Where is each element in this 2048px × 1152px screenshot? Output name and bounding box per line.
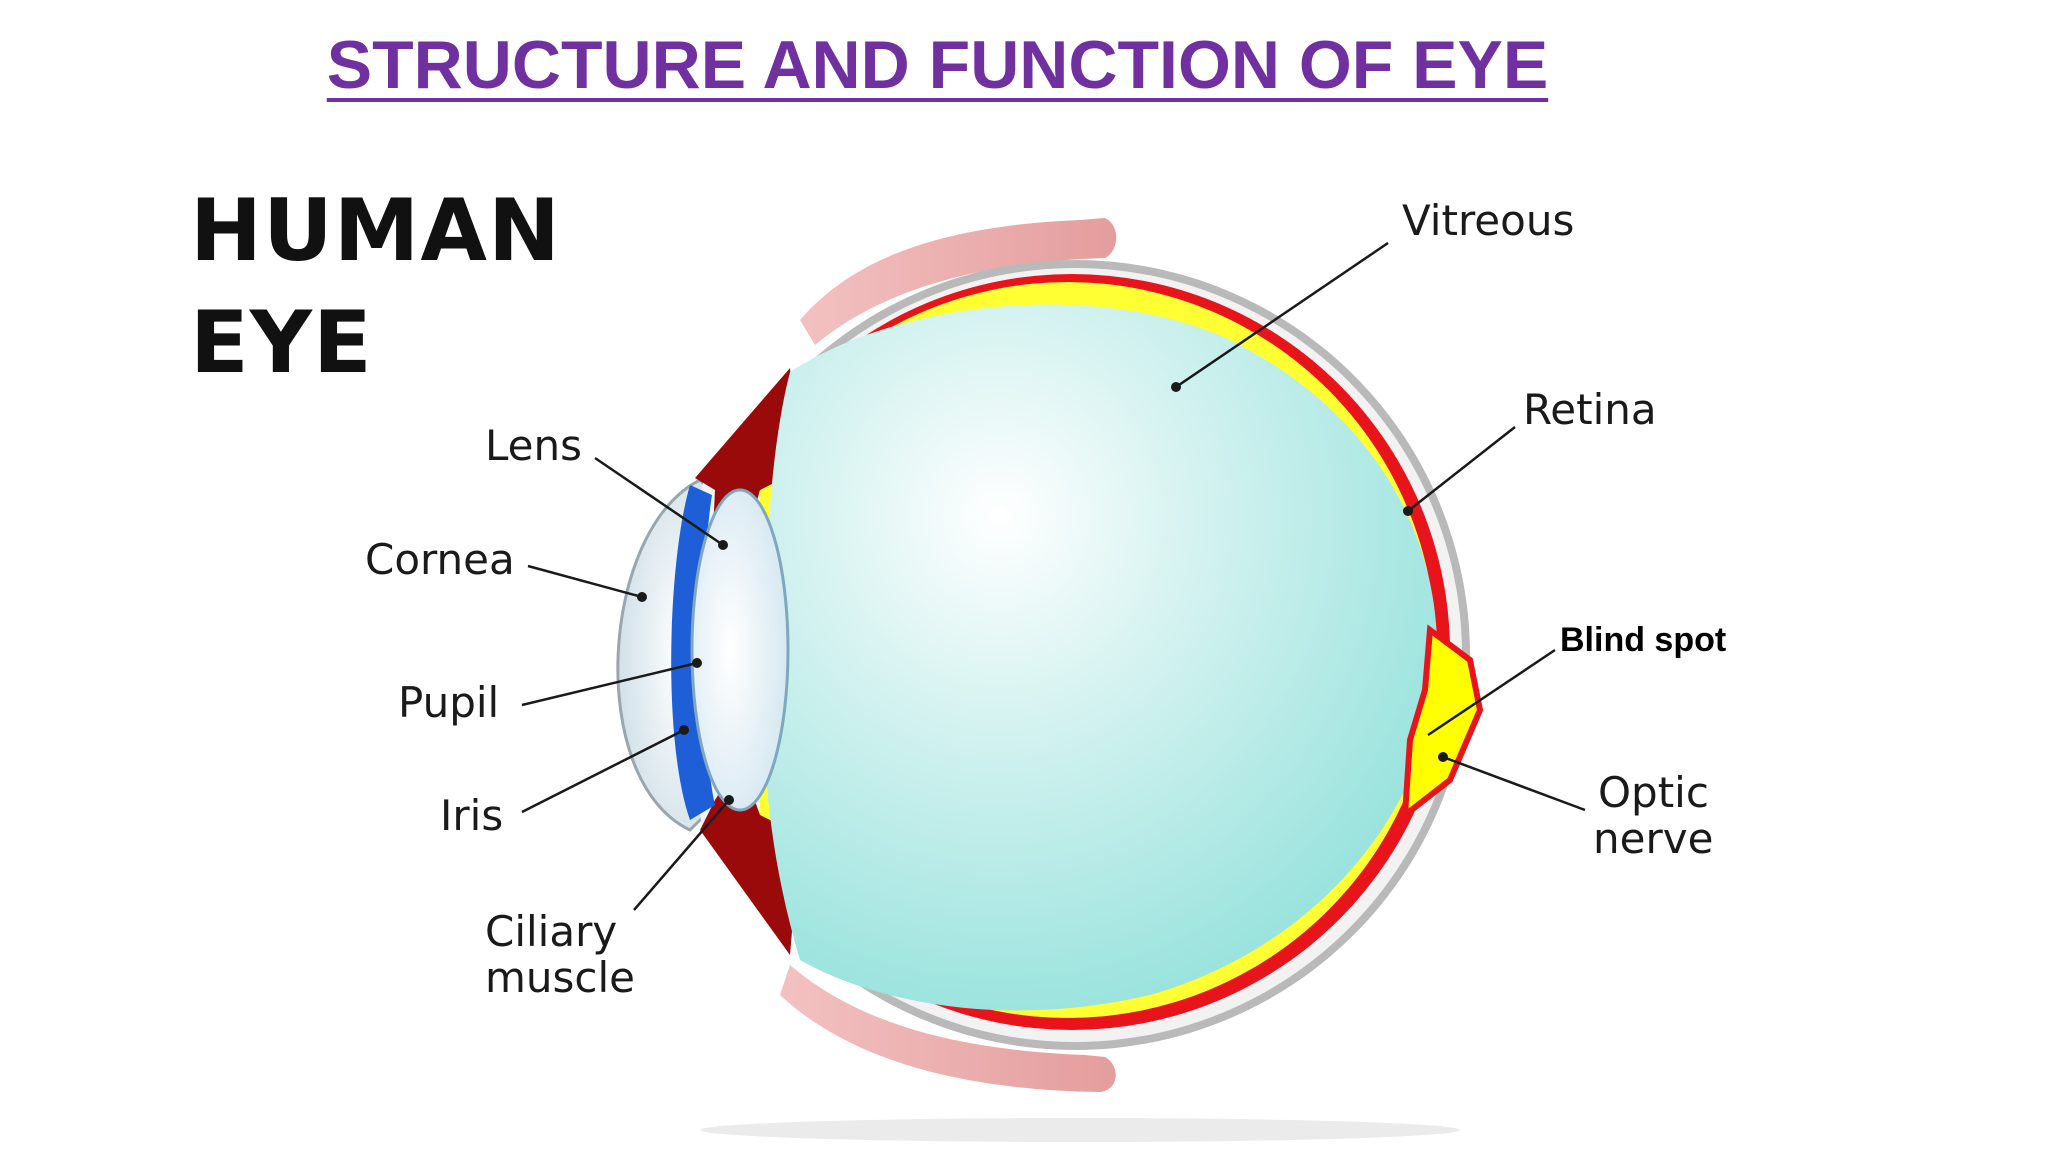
eye-shadow xyxy=(700,1118,1460,1142)
upper-eyelid xyxy=(800,218,1117,345)
label-optic-line-1: Optic xyxy=(1598,768,1709,817)
lens xyxy=(690,488,790,812)
leader-lines xyxy=(521,241,1586,911)
label-retina: Retina xyxy=(1523,385,1657,434)
label-ciliary-line-1: Ciliary xyxy=(485,907,617,956)
lower-eyelid xyxy=(780,965,1116,1092)
label-pupil: Pupil xyxy=(398,678,499,727)
label-vitreous: Vitreous xyxy=(1402,196,1574,245)
label-iris: Iris xyxy=(440,791,503,840)
slide-title: STRUCTURE AND FUNCTION OF EYE xyxy=(326,27,1549,103)
optic-nerve-shape xyxy=(1401,624,1484,822)
label-optic-line-2: nerve xyxy=(1593,814,1713,863)
ciliary-body-lower xyxy=(700,760,800,955)
diagram-title: HUMAN EYE xyxy=(190,175,561,399)
leader-dots xyxy=(637,382,1448,805)
diagram-title-line-1: HUMAN xyxy=(190,181,561,281)
label-blind-spot: Blind spot xyxy=(1560,621,1726,659)
label-cornea: Cornea xyxy=(365,535,515,584)
label-lens: Lens xyxy=(485,421,582,470)
label-ciliary-line-2: muscle xyxy=(485,953,635,1002)
vitreous-body xyxy=(763,304,1438,1011)
diagram-title-line-2: EYE xyxy=(190,293,373,393)
